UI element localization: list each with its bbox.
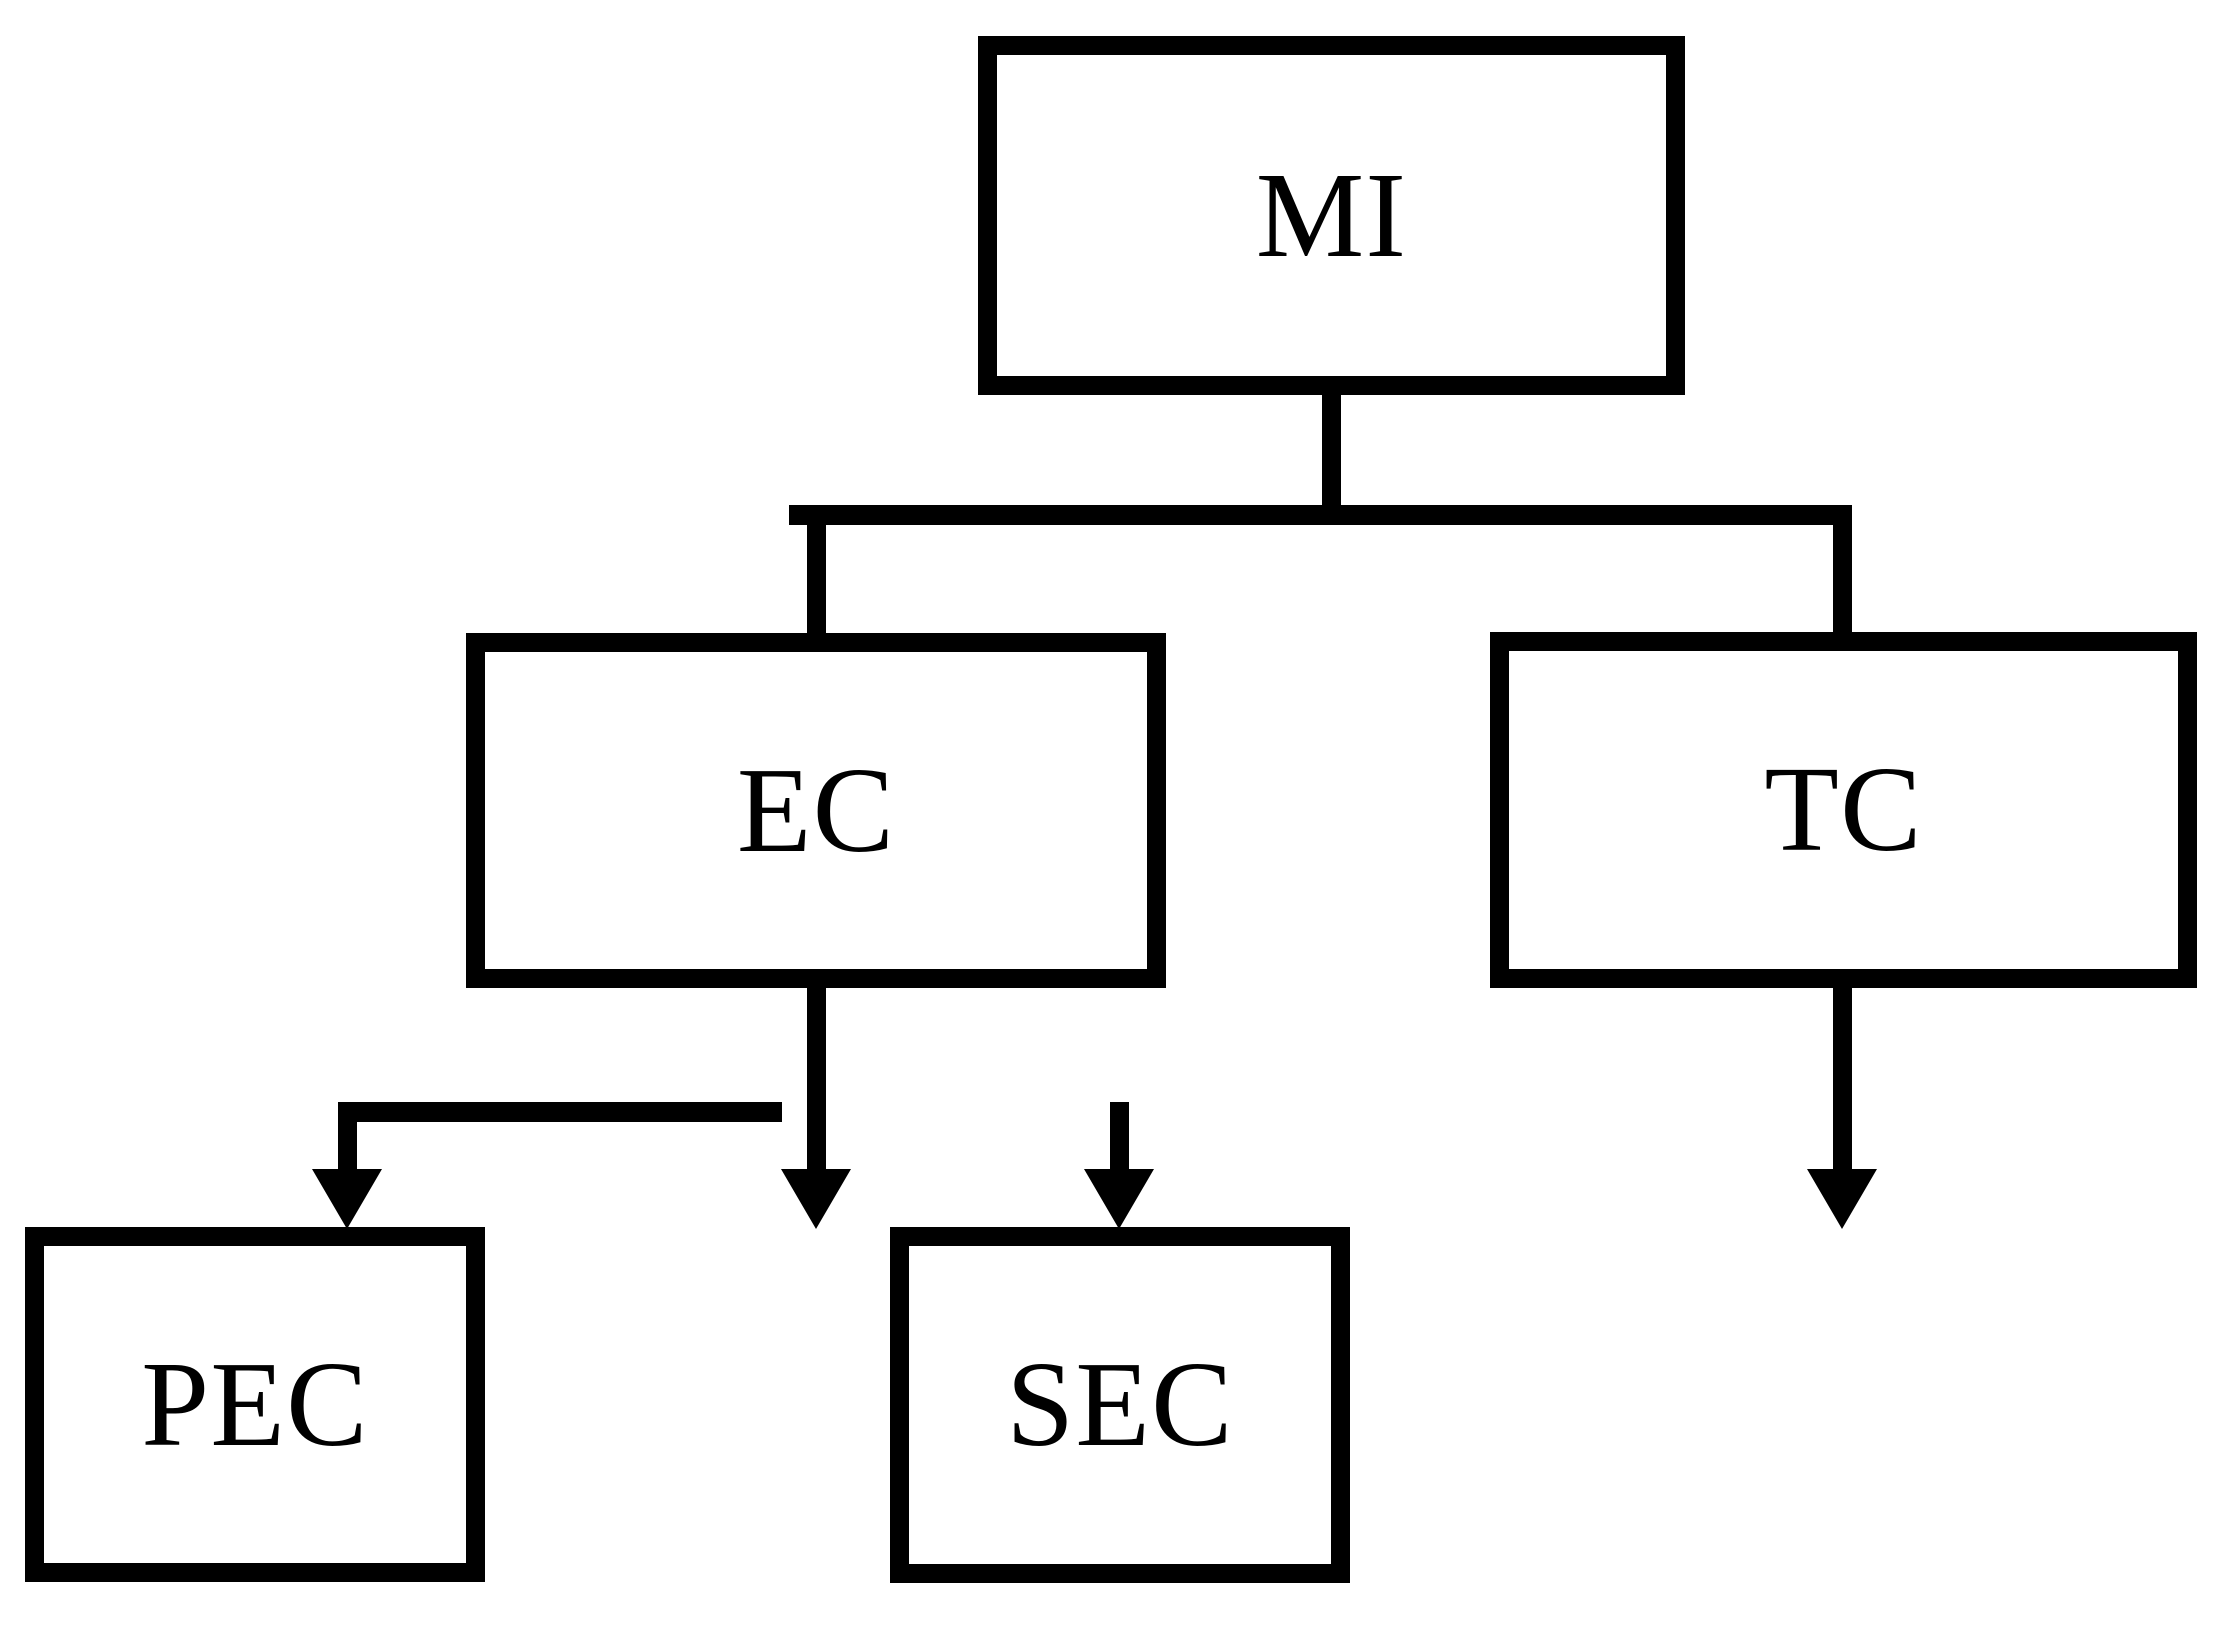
node-ec[interactable]: EC <box>466 633 1166 988</box>
edge-mi-trunk-vertical <box>1322 393 1341 507</box>
node-pec[interactable]: PEC <box>25 1227 485 1582</box>
edge-ec-to-pec-drop <box>338 1102 357 1169</box>
node-tc[interactable]: TC <box>1490 632 2197 988</box>
node-mi[interactable]: MI <box>978 36 1685 395</box>
edge-mi-horizontal-bar <box>789 505 1852 525</box>
arrow-head-ec-to-pec <box>312 1169 382 1229</box>
edge-ec-to-sec-drop <box>1110 1102 1129 1169</box>
edge-ec-trunk-vertical <box>807 986 826 1104</box>
node-ec-label: EC <box>736 742 896 878</box>
arrow-head-mi-to-ec <box>781 1169 851 1229</box>
edge-ec-horizontal-bar <box>338 1102 782 1122</box>
node-tc-label: TC <box>1764 742 1923 877</box>
node-pec-label: PEC <box>141 1336 369 1472</box>
arrow-head-ec-to-sec <box>1084 1169 1154 1229</box>
node-sec[interactable]: SEC <box>890 1227 1350 1583</box>
node-sec-label: SEC <box>1006 1337 1234 1472</box>
node-mi-label: MI <box>1255 147 1408 283</box>
arrow-head-mi-to-tc <box>1807 1169 1877 1229</box>
